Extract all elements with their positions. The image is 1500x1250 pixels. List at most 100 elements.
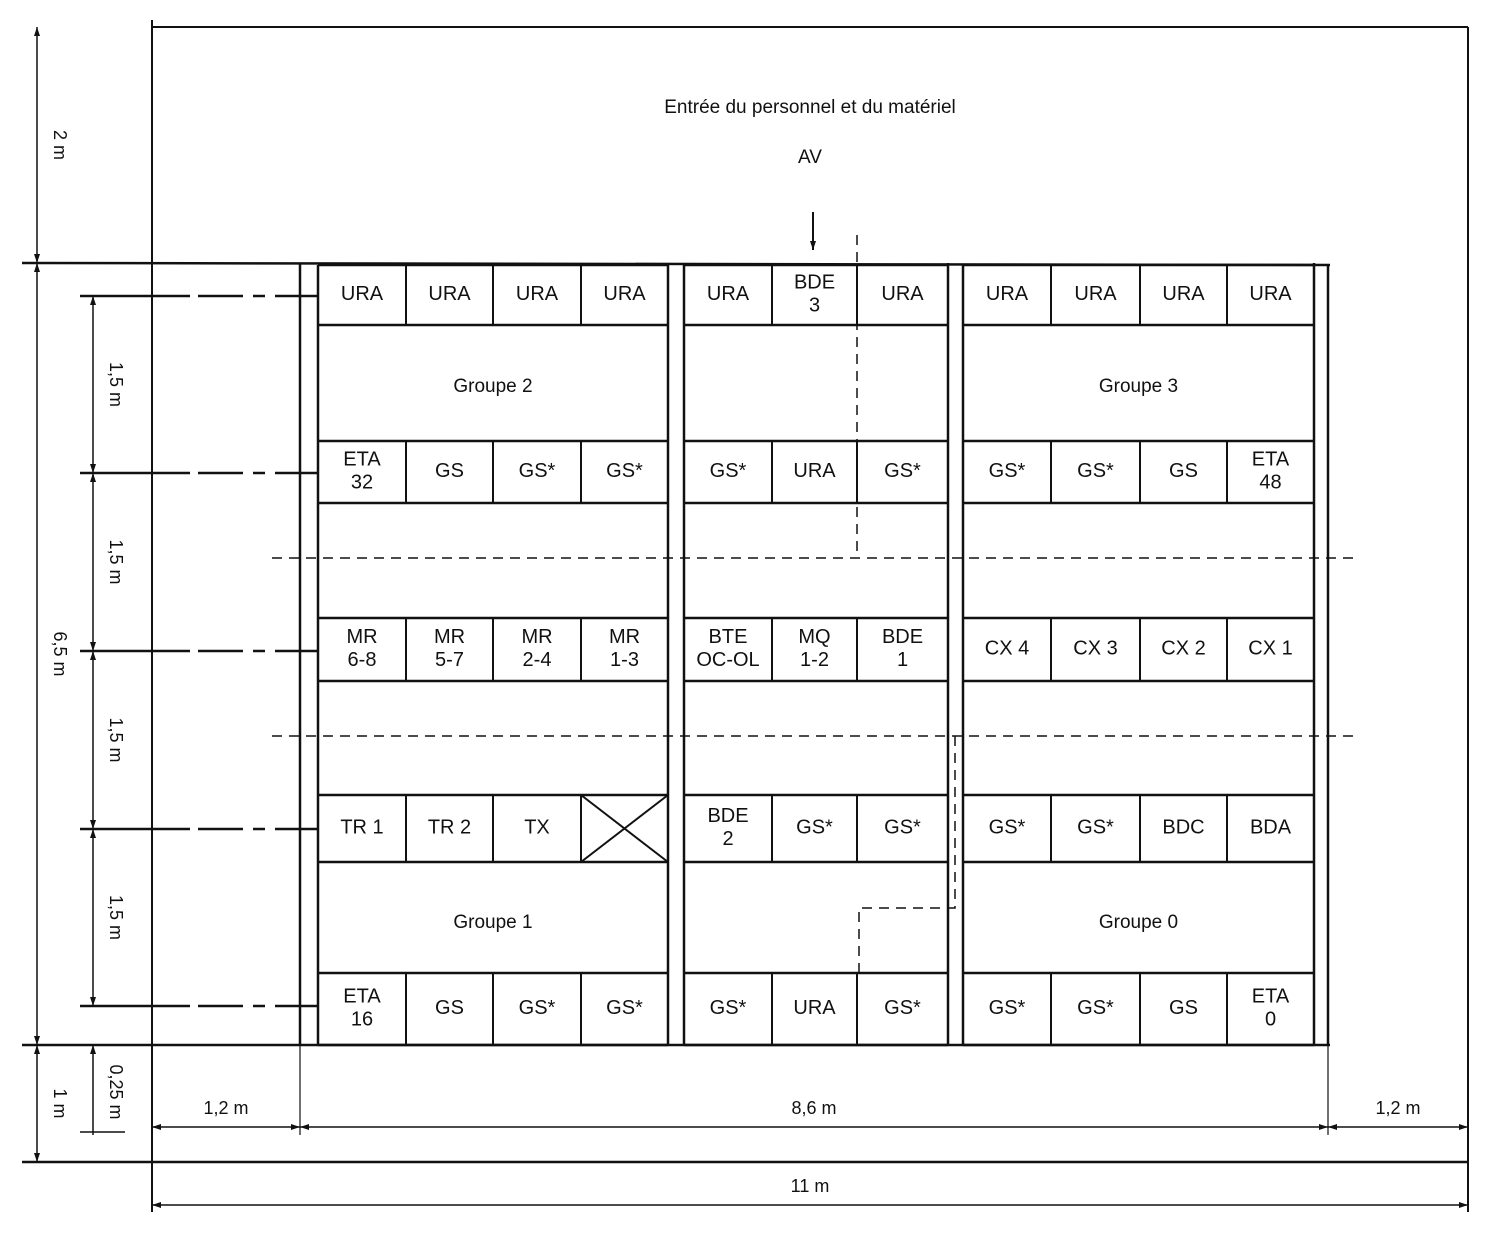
text-line: URA [793,997,836,1019]
cabinet-label: URA [1074,283,1117,305]
text-line: 1-2 [800,649,829,671]
cabinet-label: GS* [606,460,643,482]
text-line: ETA [343,986,381,1008]
text-line: GS* [710,997,747,1019]
cabinet-label: GS* [884,460,921,482]
cabinet-label: URA [1249,283,1292,305]
building-depth-label: 6,5 m [50,631,70,676]
text-line: 32 [351,472,373,494]
text-line: GS* [710,460,747,482]
rear-depth-label: 1 m [50,1088,70,1118]
text-line: GS* [1077,817,1114,839]
text-line: GS* [884,817,921,839]
cabinet-label: GS* [989,460,1026,482]
cabinet-label: GS* [884,817,921,839]
text-line: BTE [709,626,748,648]
text-line: TR 1 [340,817,383,839]
text-line: GS* [519,460,556,482]
text-line: MR [346,626,377,648]
text-line: CX 1 [1248,638,1292,660]
text-line: GS* [884,997,921,1019]
text-line: 6-8 [348,649,377,671]
cabinet-label: URA [516,283,559,305]
text-line: MR [609,626,640,648]
text-line: GS* [989,997,1026,1019]
text-line: URA [707,283,750,305]
text-line: ETA [343,449,381,471]
cabinet-label: GS* [1077,817,1114,839]
total-width-label: 11 m [791,1176,830,1196]
text-line: TR 2 [428,817,471,839]
cabinet-label: GS* [1077,460,1114,482]
text-line: 1-3 [610,649,639,671]
text-line: CX 4 [985,638,1029,660]
cabinet-label: BDA [1250,817,1292,839]
text-line: MR [434,626,465,648]
text-line: GS* [796,817,833,839]
text-line: BDA [1250,817,1292,839]
cabinet-label: CX 3 [1073,638,1117,660]
cabinet-label: URA [881,283,924,305]
text-line: 2-4 [523,649,552,671]
text-line: GS [435,460,464,482]
cabinet-label: BDC [1162,817,1204,839]
row-spacing-label: 1,5 m [106,895,126,940]
cabinet-label: CX 1 [1248,638,1292,660]
cabinet-label: CX 2 [1161,638,1205,660]
group-label: Groupe 1 [453,912,532,933]
text-line: URA [516,283,559,305]
cabinet-label: GS* [710,460,747,482]
text-line: ETA [1252,986,1290,1008]
group-label: Groupe 3 [1099,376,1178,397]
cabinet-label: GS* [519,460,556,482]
row-spacing-label: 1,5 m [106,717,126,762]
right-margin-label: 1,2 m [1375,1098,1420,1118]
text-line: URA [1249,283,1292,305]
text-line: GS* [989,817,1026,839]
building-width-label: 8,6 m [791,1098,836,1118]
cabinet-label: TR 2 [428,817,471,839]
text-line: URA [986,283,1029,305]
cabinet-label: GS* [1077,997,1114,1019]
text-line: BDE [882,626,923,648]
cabinet-label: GS [1169,997,1198,1019]
cabinet-label: GS* [606,997,643,1019]
text-line: URA [1162,283,1205,305]
entrance-label: Entrée du personnel et du matériel [664,97,956,118]
text-line: MQ [798,626,830,648]
text-line: URA [1074,283,1117,305]
text-line: 0 [1265,1009,1276,1031]
text-line: 16 [351,1009,373,1031]
cabinet-label: URA [428,283,471,305]
text-line: GS* [989,460,1026,482]
text-line: BDE [794,272,835,294]
entrance-depth-label: 2 m [50,130,70,160]
text-line: URA [793,460,836,482]
text-line: ETA [1252,449,1290,471]
cabinet-label: GS* [884,997,921,1019]
cabinet-label: URA [1162,283,1205,305]
text-line: CX 3 [1073,638,1117,660]
cabinet-label: CX 4 [985,638,1029,660]
text-line: MR [521,626,552,648]
cabinet-label: URA [603,283,646,305]
text-line: GS* [606,460,643,482]
group-label: Groupe 2 [453,376,532,397]
text-line: URA [341,283,384,305]
cabinet-label: URA [341,283,384,305]
cabinet-label: GS* [796,817,833,839]
text-line: URA [881,283,924,305]
cabinet-label: GS [1169,460,1198,482]
